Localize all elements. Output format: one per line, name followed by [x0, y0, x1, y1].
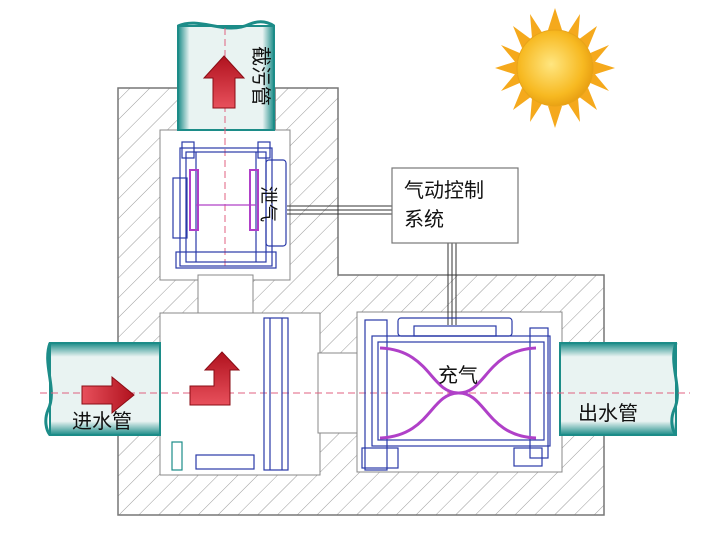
turn-flow-arrow: [189, 351, 241, 406]
control-links: [287, 205, 457, 325]
sewage-flow-arrow: [202, 55, 246, 109]
vertical-shaft: [197, 274, 254, 316]
sun-icon: [495, 8, 615, 128]
labels: 截污管 泄气 气动控制 系统 充气 进水管 出水管: [72, 46, 638, 433]
outlet-pipe: [559, 342, 679, 436]
control-system-box: [391, 167, 519, 244]
bladder-valve-device: [361, 317, 551, 471]
control-system-label-line1: 气动控制: [404, 178, 484, 202]
upper-valve-device: [172, 141, 287, 269]
control-system-label-line2: 系统: [404, 207, 444, 231]
inflate-label: 充气: [438, 363, 478, 387]
inlet-flow-arrow: [81, 375, 135, 415]
gate-screen: [171, 317, 289, 471]
vent-label: 泄气: [257, 186, 278, 222]
inlet-pipe-label: 进水管: [72, 409, 132, 433]
inlet-pipe: [44, 342, 161, 436]
sewage-pipe-label: 截污管: [249, 46, 273, 106]
inlet-chamber: [159, 312, 321, 476]
outlet-pipe-label: 出水管: [578, 401, 638, 425]
inflatable-bladder: [379, 346, 537, 440]
